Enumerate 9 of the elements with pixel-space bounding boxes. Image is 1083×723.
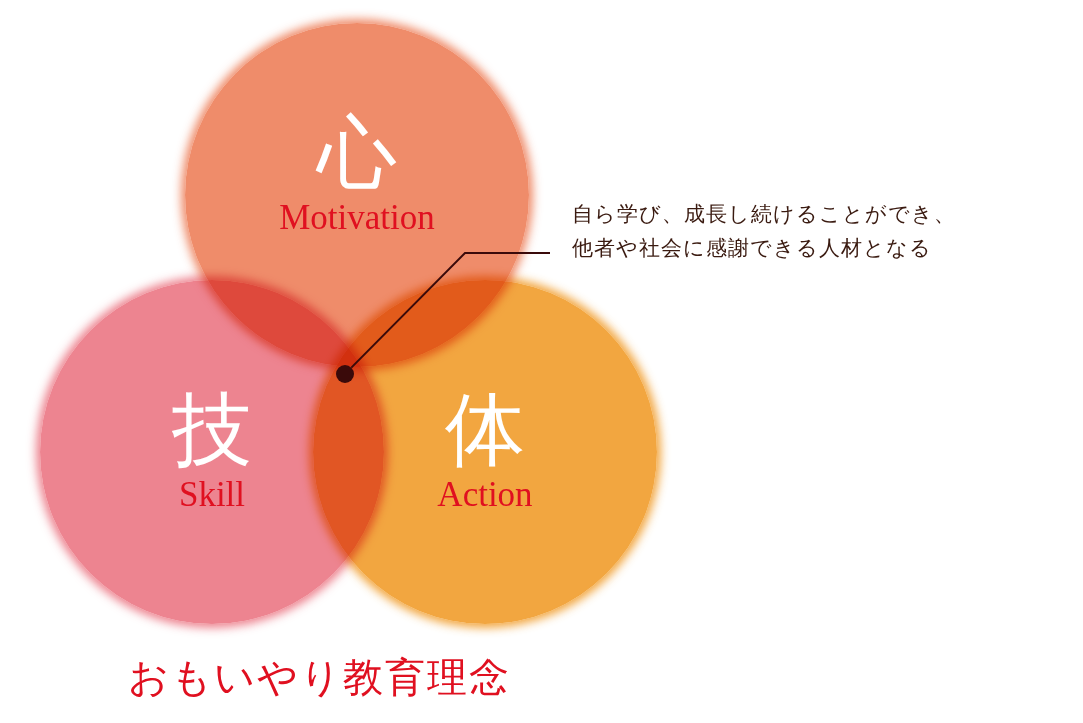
leader-line — [350, 252, 551, 369]
label: Action — [437, 475, 533, 515]
callout-text: 自ら学び、成長し続けることができ、他者や社会に感謝できる人材となる — [572, 202, 956, 260]
label: Motivation — [279, 198, 435, 238]
kanji-label: 心 — [317, 112, 397, 193]
label: Skill — [178, 475, 246, 515]
kanji-label: 技 — [172, 389, 252, 470]
kanji-label: 体 — [445, 389, 525, 470]
caption: おもいやり教育理念 — [128, 654, 511, 702]
